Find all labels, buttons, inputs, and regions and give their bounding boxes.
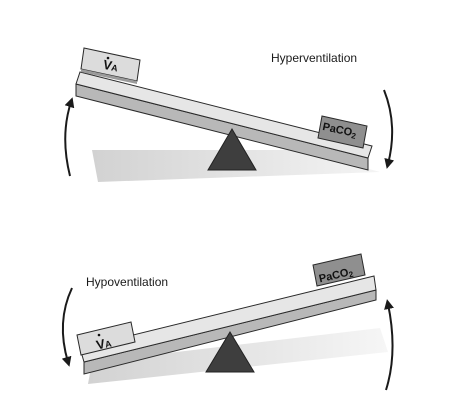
top-left-box-label: V bbox=[102, 57, 114, 74]
top-caption: Hyperventilation bbox=[271, 51, 357, 65]
bottom-right-box-sub: 2 bbox=[348, 270, 355, 280]
top-seesaw: VA PaCO2 Hyperventilation bbox=[64, 47, 395, 182]
svg-text:VA: VA bbox=[102, 57, 120, 75]
top-right-down-arrow bbox=[383, 89, 395, 169]
bottom-caption: Hypoventilation bbox=[86, 275, 168, 289]
top-fulcrum bbox=[207, 128, 257, 171]
top-left-box: VA bbox=[80, 47, 141, 84]
bottom-left-box-dot bbox=[97, 333, 101, 337]
bottom-right-up-arrow bbox=[384, 299, 394, 391]
bottom-left-box-sub: A bbox=[104, 338, 113, 349]
top-right-box: PaCO2 bbox=[317, 115, 368, 149]
bottom-left-box-label: V bbox=[95, 336, 107, 353]
bottom-left-down-arrow bbox=[61, 287, 73, 367]
bottom-plank bbox=[79, 275, 377, 363]
top-left-box-sub: A bbox=[110, 62, 119, 73]
top-left-up-arrow bbox=[64, 97, 75, 177]
bottom-right-box: PaCO2 bbox=[312, 253, 366, 287]
bottom-fulcrum bbox=[205, 331, 255, 373]
top-left-box-dot bbox=[106, 56, 110, 60]
top-right-box-sub: 2 bbox=[351, 131, 358, 141]
svg-text:VA: VA bbox=[95, 334, 114, 352]
bottom-left-box: VA bbox=[76, 321, 136, 356]
bottom-seesaw: VA PaCO2 Hypoventilation bbox=[61, 253, 394, 391]
top-plank bbox=[75, 71, 373, 159]
